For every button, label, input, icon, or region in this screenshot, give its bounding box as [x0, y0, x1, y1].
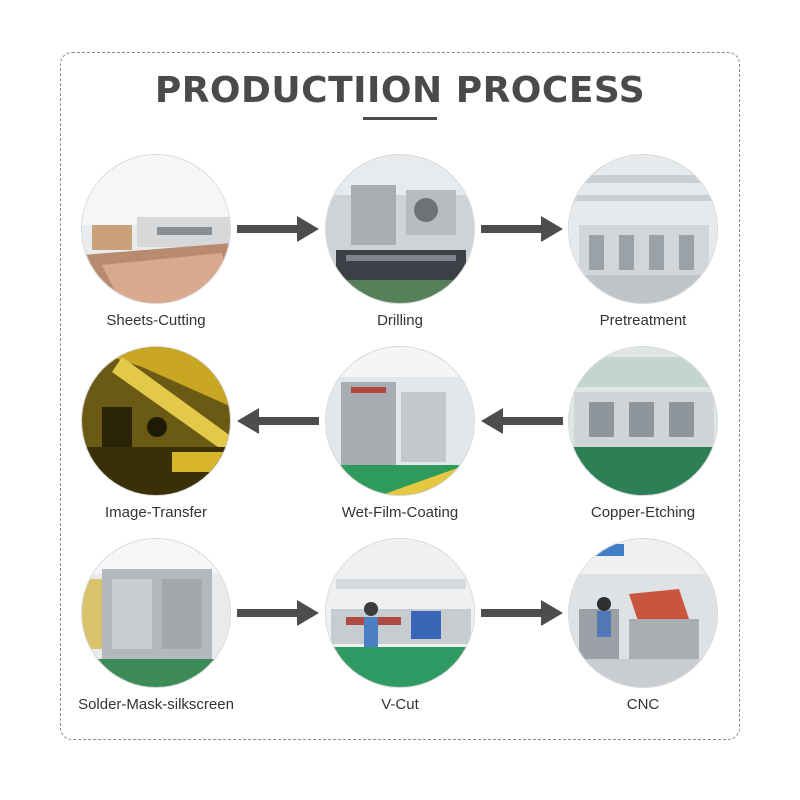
process-frame: [60, 52, 740, 740]
page-title: PRODUCTIION PROCESS: [0, 70, 800, 111]
copper-etching-photo: [568, 346, 718, 496]
wet-film-coating-photo: [325, 346, 475, 496]
arrow-left-icon: [481, 408, 563, 434]
title-underlined: ION: [367, 70, 443, 111]
pretreatment-photo: [568, 154, 718, 304]
title-suffix: PROCESS: [442, 70, 646, 111]
step-label: CNC: [626, 696, 660, 713]
title-prefix: PRODUCTI: [154, 70, 368, 111]
step-label: Pretreatment: [599, 312, 687, 329]
solder-mask-silkscreen-photo: [81, 538, 231, 688]
v-cut-photo: [325, 538, 475, 688]
sheets-cutting-photo: [81, 154, 231, 304]
arrow-right-icon: [481, 600, 563, 626]
step-label: Wet-Film-Coating: [341, 504, 459, 521]
arrow-right-icon: [481, 216, 563, 242]
step-label: Solder-Mask-silkscreen: [78, 696, 234, 713]
drilling-photo: [325, 154, 475, 304]
title-underline: [363, 117, 437, 120]
image-transfer-photo: [81, 346, 231, 496]
arrow-left-icon: [237, 408, 319, 434]
step-label: V-Cut: [381, 696, 419, 713]
step-label: Image-Transfer: [105, 504, 207, 521]
step-label: Drilling: [377, 312, 423, 329]
cnc-photo: [568, 538, 718, 688]
arrow-right-icon: [237, 600, 319, 626]
step-label: Copper-Etching: [590, 504, 696, 521]
step-label: Sheets-Cutting: [106, 312, 206, 329]
arrow-right-icon: [237, 216, 319, 242]
